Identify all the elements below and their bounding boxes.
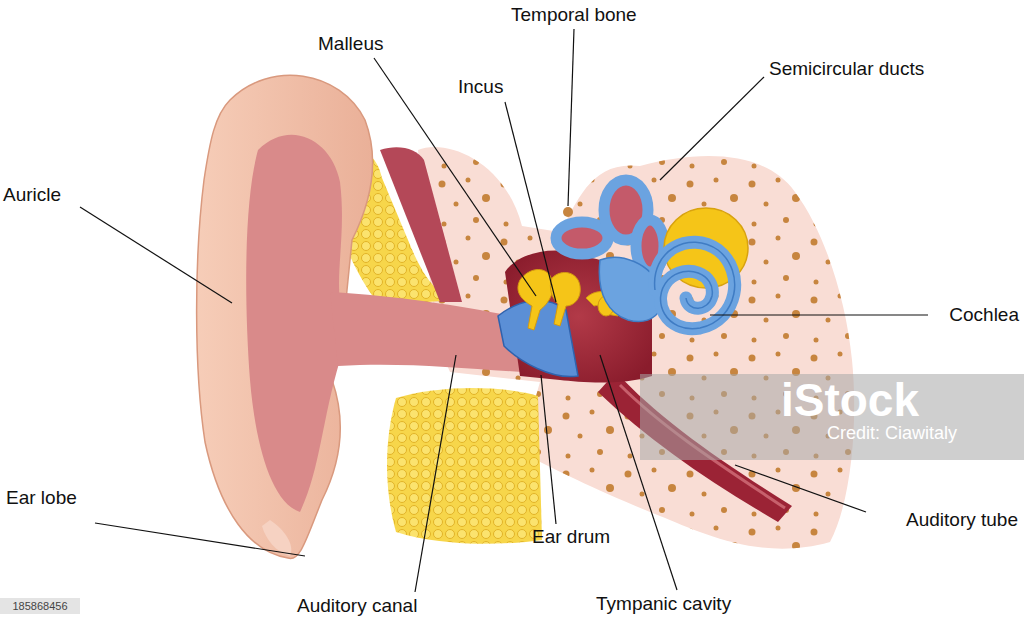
- semicircular-ducts: [556, 180, 664, 321]
- part-label: Auditory canal: [297, 595, 417, 617]
- tissue-band: [380, 147, 462, 302]
- part-label: Semicircular ducts: [769, 58, 924, 80]
- part-label: Tympanic cavity: [596, 593, 731, 615]
- leader-lines: [80, 29, 928, 592]
- part-label: Cochlea: [949, 304, 1019, 326]
- auditory-canal: [330, 292, 522, 372]
- part-label: Incus: [458, 76, 503, 98]
- watermark-text: iStock: [781, 374, 919, 427]
- part-label: Auricle: [3, 184, 61, 206]
- part-label: Auditory tube: [906, 509, 1018, 531]
- watermark-text: Credit: Ciawitaly: [827, 423, 957, 444]
- watermark-box: [0, 598, 80, 614]
- part-label: Temporal bone: [511, 4, 637, 26]
- watermark-text: 185868456: [12, 600, 67, 613]
- fat-tissue: [387, 388, 542, 544]
- watermark-band: [640, 374, 1024, 460]
- part-label: Ear lobe: [6, 487, 77, 509]
- part-label: Ear drum: [532, 526, 610, 548]
- cochlea: [655, 208, 748, 329]
- part-label: Malleus: [318, 33, 383, 55]
